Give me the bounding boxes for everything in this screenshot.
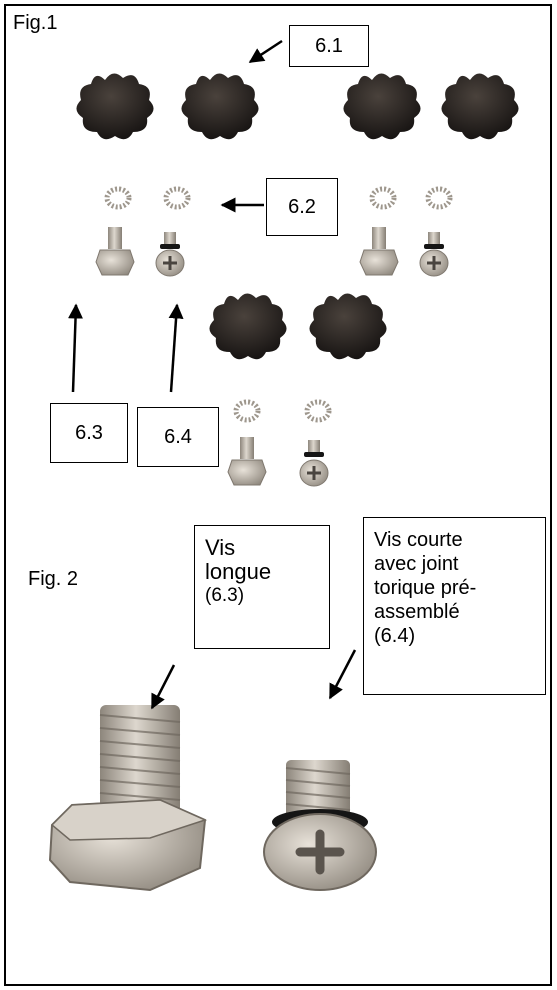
figure-frame (4, 4, 552, 986)
short-screw-label: Vis courte avec joint torique pré- assem… (363, 517, 546, 695)
figure-2-title: Fig. 2 (28, 568, 79, 590)
long-screw-label-line: longue (205, 559, 272, 584)
short-screw-label-line: assemblé (374, 601, 460, 623)
callout-6-1: 6.1 (289, 25, 369, 67)
large-phillips-screw-icon (263, 760, 377, 891)
washer-icon (104, 186, 453, 423)
short-screw-label-line: (6.4) (374, 625, 416, 647)
callout-6-3: 6.3 (50, 403, 128, 463)
long-screw-label: Vis longue (6.3) (194, 525, 330, 649)
hex-bolt-icon (95, 227, 399, 486)
knob-icon (76, 73, 519, 360)
large-hex-bolt-icon (48, 705, 208, 892)
short-screw-label-line: torique pré- (374, 577, 477, 599)
long-screw-label-line: (6.3) (205, 585, 245, 606)
callout-arrows (68, 39, 357, 710)
figure-1-title: Fig.1 (13, 12, 58, 34)
long-screw-label-line: Vis (205, 535, 236, 560)
short-screw-label-line: avec joint (374, 553, 459, 575)
callout-6-2: 6.2 (266, 178, 338, 236)
short-screw-label-line: Vis courte (374, 529, 463, 551)
phillips-screw-icon (155, 232, 449, 487)
callout-6-4: 6.4 (137, 407, 219, 467)
